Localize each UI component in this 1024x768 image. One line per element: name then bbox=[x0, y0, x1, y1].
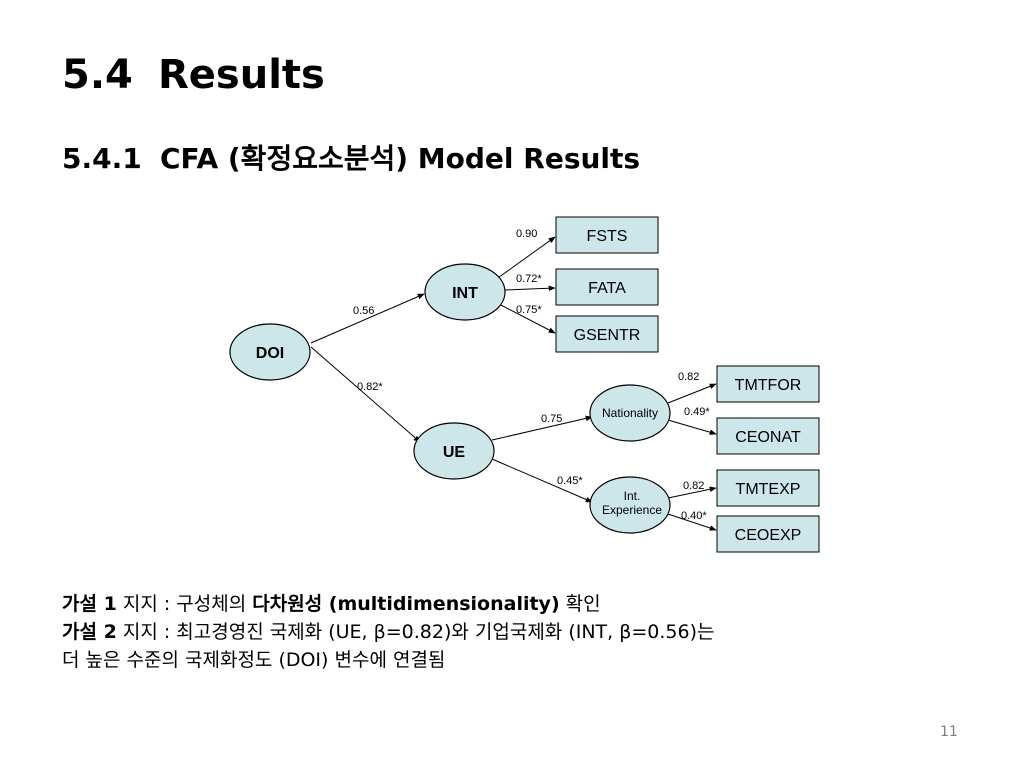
path-arrows bbox=[310, 236, 717, 531]
page-number: 11 bbox=[940, 724, 958, 740]
label-ceonat: CEONAT bbox=[735, 429, 801, 446]
arrow-intexp-ceoexp bbox=[667, 513, 717, 531]
page-subtitle: 5.4.1 CFA (확정요소분석) Model Results bbox=[62, 137, 640, 177]
arrow-ue-int-experience bbox=[491, 458, 593, 503]
label-gsentr: GSENTR bbox=[574, 327, 641, 344]
note-line-3: 더 높은 수준의 국제화정도 (DOI) 변수에 연결됨 bbox=[62, 646, 962, 674]
label-int-experience-1: Int. bbox=[624, 489, 641, 503]
coef-int-fsts: 0.90 bbox=[516, 228, 537, 240]
label-fsts: FSTS bbox=[587, 228, 628, 245]
subsection-title: CFA (확정요소분석) Model Results bbox=[160, 142, 641, 175]
node-ue bbox=[413, 422, 495, 480]
box-gsentr bbox=[555, 315, 659, 353]
coef-intexp-tmtexp: 0.82 bbox=[683, 480, 704, 492]
hypothesis-notes: 가설 1 지지 : 구성체의 다차원성 (multidimensionality… bbox=[62, 590, 962, 674]
note-1-bold: 다차원성 (multidimensionality) bbox=[252, 593, 560, 615]
node-nationality bbox=[589, 384, 671, 442]
coef-intexp-ceoexp: 0.40* bbox=[681, 510, 707, 522]
arrow-nationality-tmtfor bbox=[667, 383, 717, 404]
coef-ue-nationality: 0.75 bbox=[541, 413, 562, 425]
note-1-text-b: 확인 bbox=[559, 593, 601, 615]
box-tmtexp bbox=[716, 469, 820, 507]
label-ue: UE bbox=[443, 444, 466, 461]
coef-int-gsentr: 0.75* bbox=[516, 304, 542, 316]
section-number: 5.4 bbox=[62, 52, 133, 98]
coef-doi-ue: 0.82* bbox=[357, 381, 383, 393]
box-fsts bbox=[555, 216, 659, 254]
note-line-2: 가설 2 지지 : 최고경영진 국제화 (UE, β=0.82)와 기업국제화 … bbox=[62, 618, 962, 646]
node-doi bbox=[229, 323, 311, 381]
page-title: 5.4 Results bbox=[62, 52, 325, 98]
label-tmtexp: TMTEXP bbox=[736, 481, 801, 498]
subsection-number: 5.4.1 bbox=[62, 142, 142, 175]
node-int-experience bbox=[589, 476, 671, 534]
coef-nationality-ceonat: 0.49* bbox=[684, 406, 710, 418]
arrow-doi-ue bbox=[310, 346, 421, 443]
coef-int-fata: 0.72* bbox=[516, 273, 542, 285]
box-ceonat bbox=[716, 417, 820, 455]
label-tmtfor: TMTFOR bbox=[735, 377, 802, 394]
arrow-intexp-tmtexp bbox=[667, 486, 717, 499]
coef-doi-int: 0.56 bbox=[353, 305, 374, 317]
note-3-text: 더 높은 수준의 국제화정도 (DOI) 변수에 연결됨 bbox=[62, 649, 446, 671]
note-2-text: 지지 : 최고경영진 국제화 (UE, β=0.82)와 기업국제화 (INT,… bbox=[116, 621, 715, 643]
note-1-text-a: 지지 : 구성체의 bbox=[116, 593, 253, 615]
box-tmtfor bbox=[716, 365, 820, 403]
coef-ue-int-experience: 0.45* bbox=[557, 475, 583, 487]
hypothesis-2-label: 가설 2 bbox=[62, 621, 117, 643]
box-fata bbox=[555, 268, 659, 306]
arrow-int-fsts bbox=[494, 236, 556, 281]
coef-nationality-tmtfor: 0.82 bbox=[678, 371, 699, 383]
label-fata: FATA bbox=[588, 280, 626, 297]
hypothesis-1-label: 가설 1 bbox=[62, 593, 117, 615]
label-int-experience-2: Experience bbox=[602, 503, 662, 517]
arrow-int-gsentr bbox=[494, 301, 556, 334]
label-doi: DOI bbox=[256, 345, 284, 362]
arrow-int-fata bbox=[504, 285, 556, 292]
section-title: Results bbox=[158, 52, 325, 98]
label-nationality: Nationality bbox=[602, 406, 658, 420]
box-ceoexp bbox=[716, 515, 820, 553]
arrow-nationality-ceonat bbox=[667, 419, 717, 435]
label-int: INT bbox=[452, 285, 478, 302]
arrow-doi-int bbox=[310, 293, 425, 344]
arrow-ue-nationality bbox=[491, 415, 593, 441]
note-line-1: 가설 1 지지 : 구성체의 다차원성 (multidimensionality… bbox=[62, 590, 962, 618]
label-ceoexp: CEOEXP bbox=[735, 527, 802, 544]
node-int bbox=[424, 263, 506, 321]
